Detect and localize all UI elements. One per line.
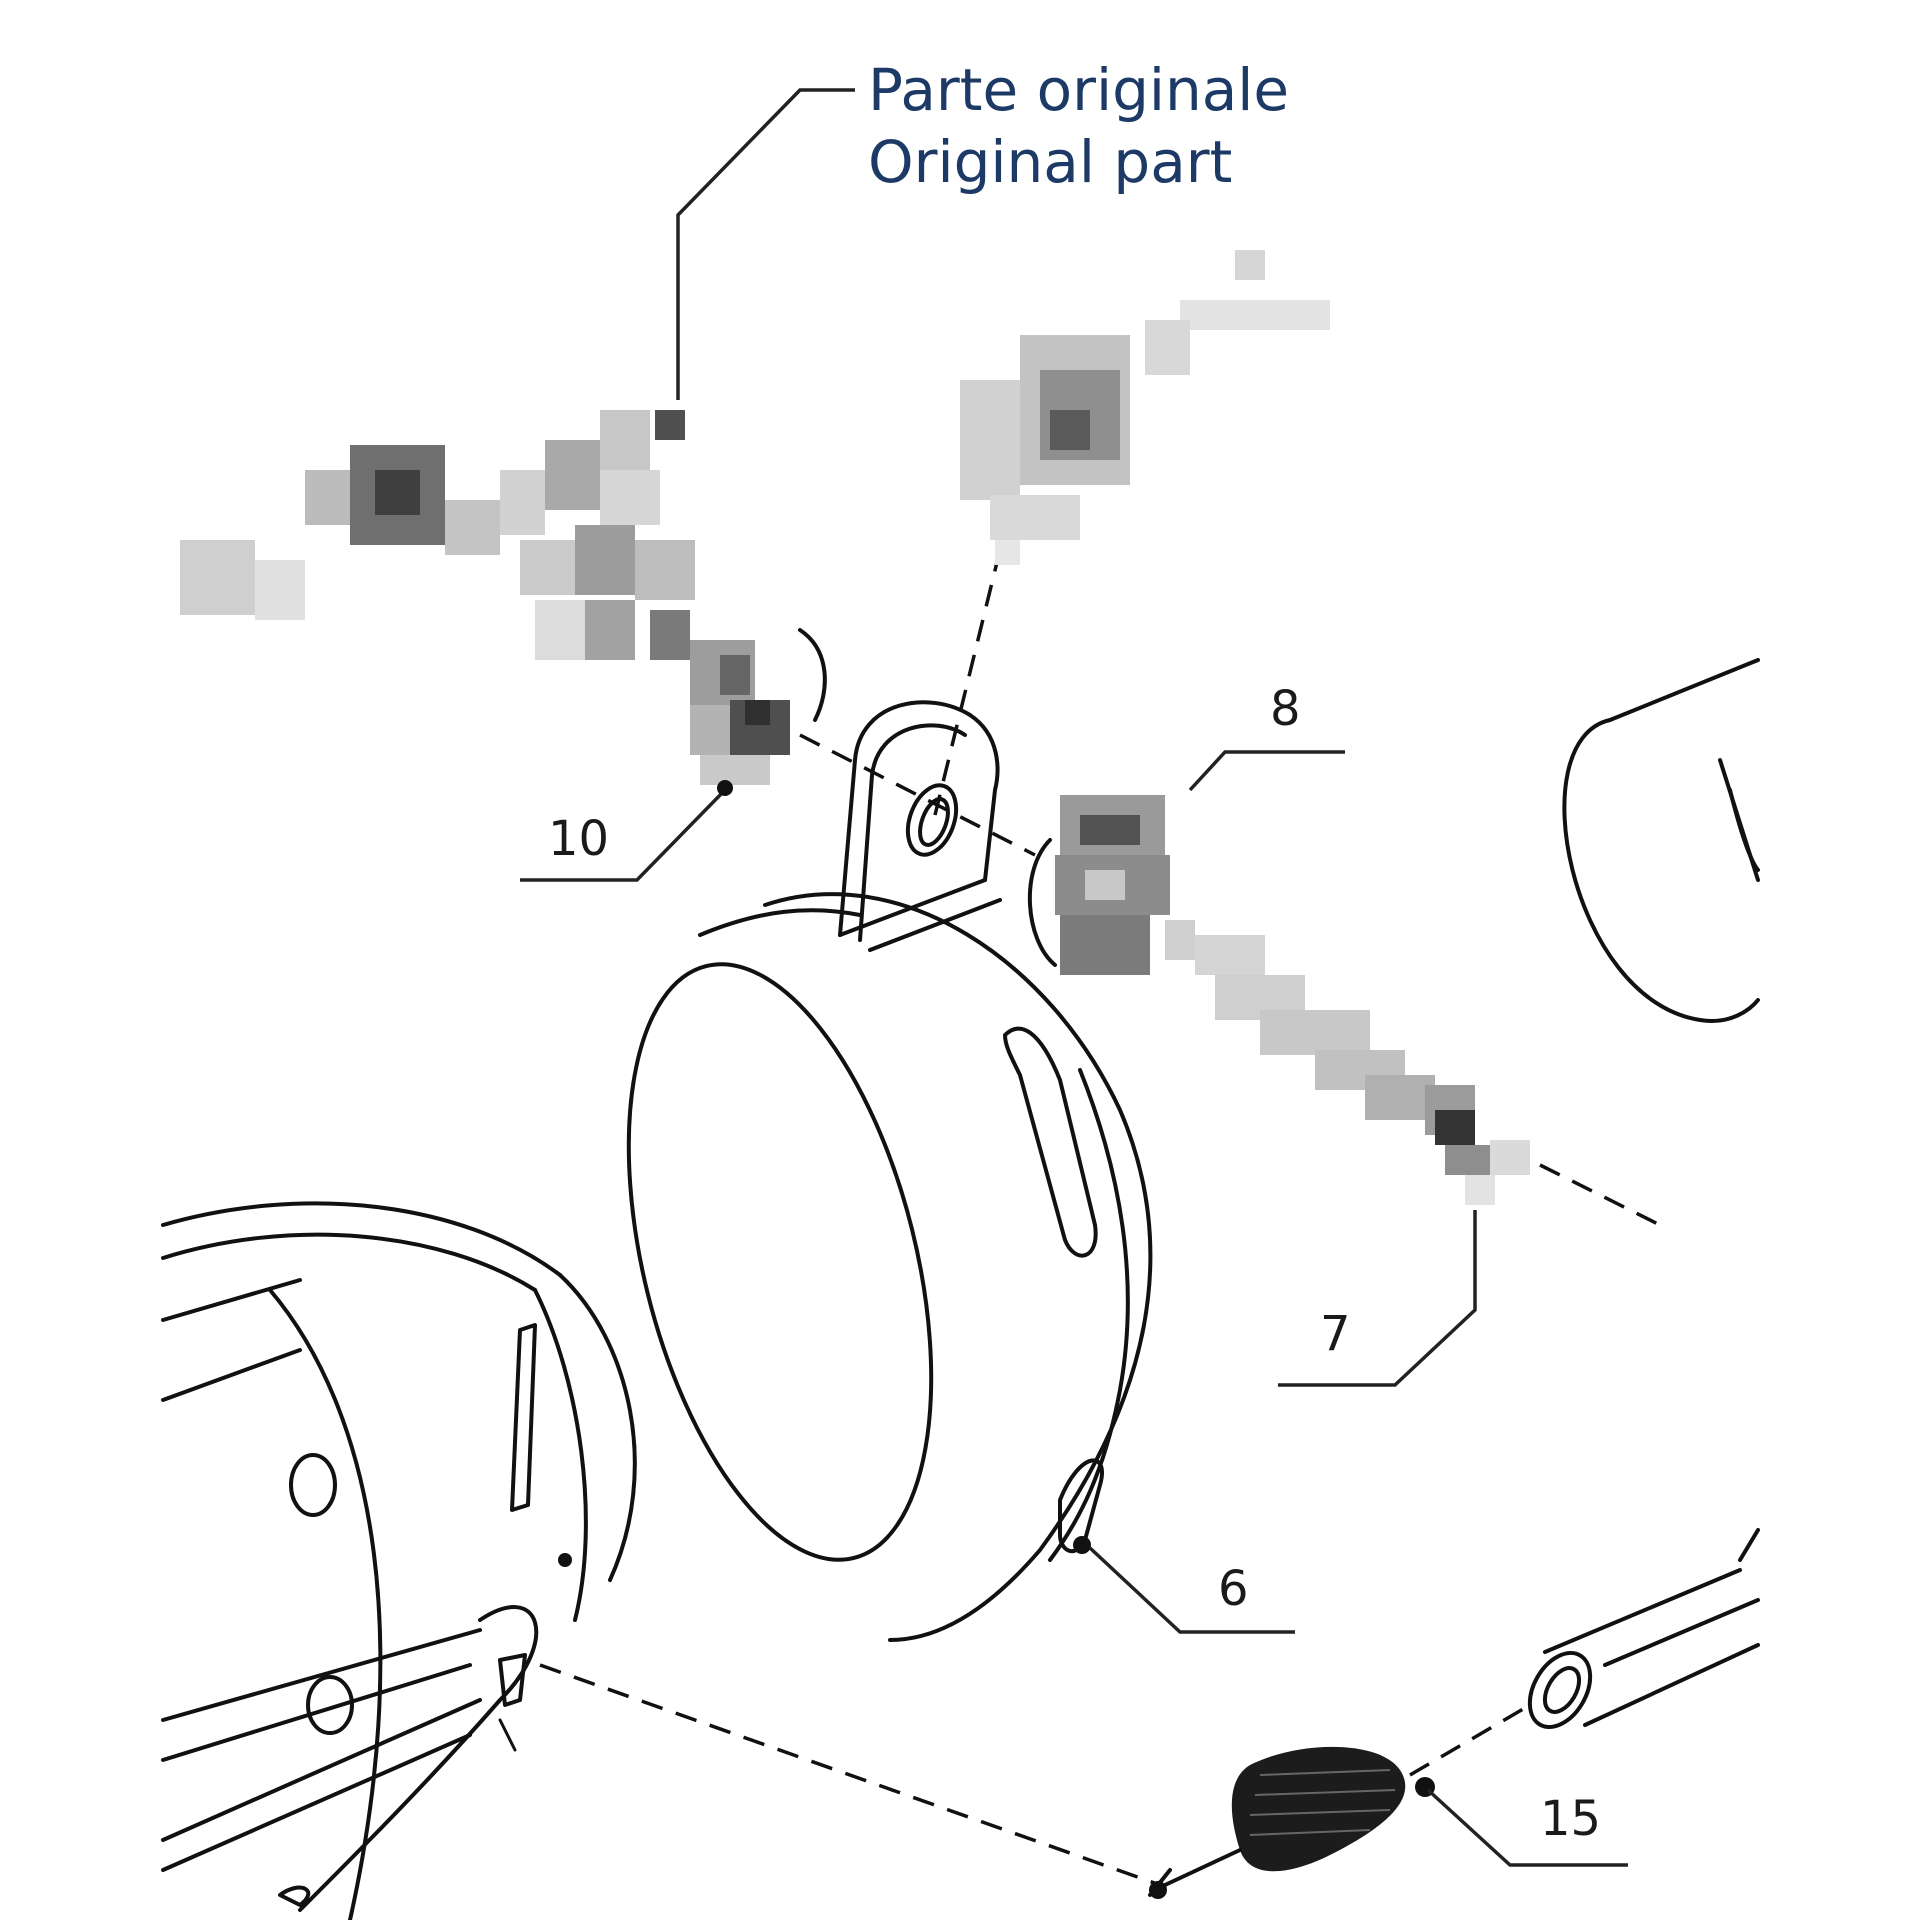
- leader-lines: [520, 88, 1628, 1867]
- right-tube: [1562, 658, 1760, 1023]
- assembly-dashed-lines: [539, 549, 1661, 1887]
- original-part-note: Parte originale Original part: [868, 56, 1289, 196]
- pixelated-nut-9-area: [960, 250, 1330, 565]
- pixelated-screw-7-area: [1195, 935, 1530, 1205]
- spring-part-15: [1148, 1746, 1435, 1899]
- callout-10: 10: [548, 811, 609, 867]
- note-line-1: Parte originale: [868, 56, 1289, 124]
- pixelated-washer-8-area: [1027, 795, 1195, 975]
- callout-15: 15: [1540, 1791, 1601, 1847]
- muffler-body: [161, 1201, 637, 1922]
- callout-7: 7: [1320, 1306, 1351, 1362]
- callout-labels: 10 8 7 6 15: [548, 681, 1601, 1847]
- spacer-tube: [1527, 1528, 1760, 1729]
- callout-8: 8: [1270, 681, 1301, 737]
- clamp-band-part-6: [626, 700, 1153, 1642]
- pixelated-bolt-10-area: [180, 410, 827, 785]
- callout-6: 6: [1218, 1561, 1249, 1617]
- note-line-2: Original part: [868, 128, 1232, 196]
